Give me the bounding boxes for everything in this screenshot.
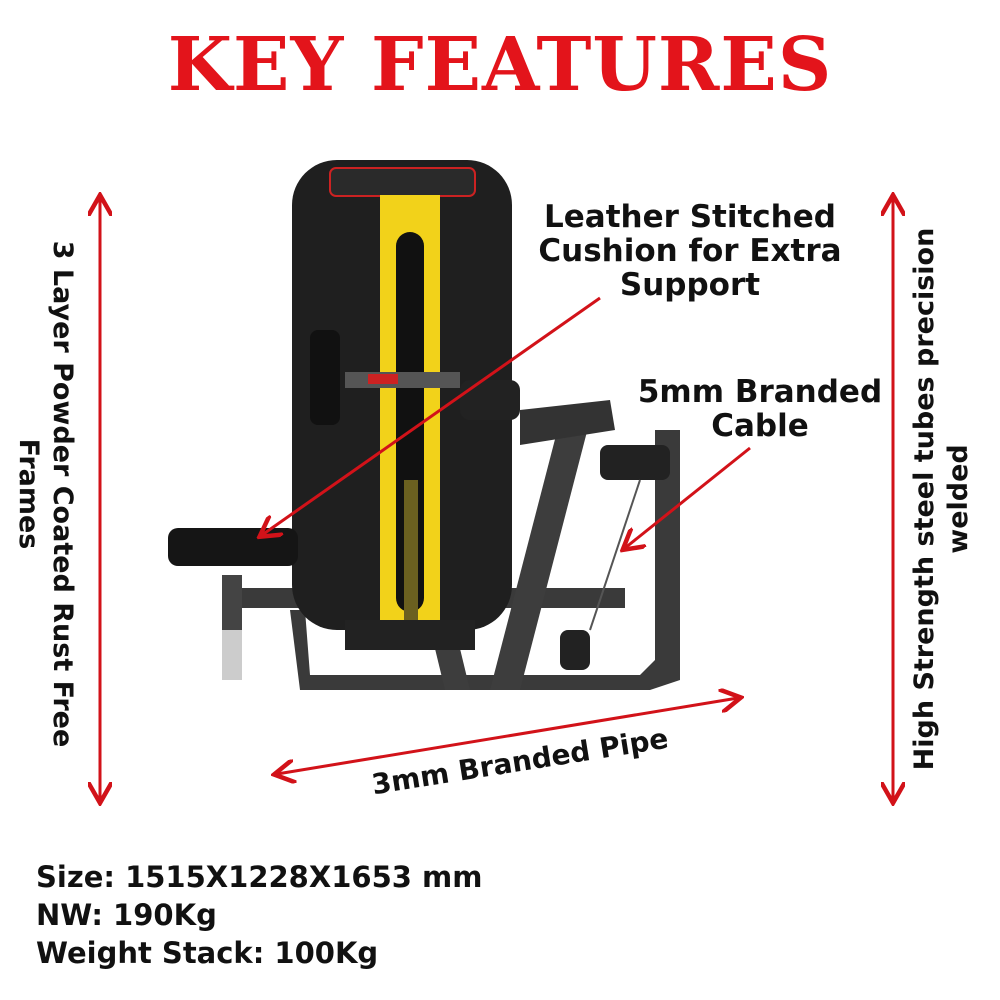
cable-annotation: 5mm Branded Cable	[620, 375, 900, 443]
spec-weight-stack: Weight Stack: 100Kg	[36, 936, 379, 970]
powder-coat-annotation: 3 Layer Powder Coated Rust Free Frames	[11, 214, 79, 774]
cushion-annotation: Leather Stitched Cushion for Extra Suppo…	[520, 200, 860, 302]
page-title: KEY FEATURES	[167, 22, 833, 108]
annotation-line: Leather Stitched	[544, 199, 836, 235]
cable	[589, 479, 641, 631]
annotation-line: Support	[619, 267, 761, 303]
annotation-line: 5mm Branded	[637, 374, 883, 410]
annotation-line: Cable	[711, 408, 809, 444]
annotation-line: Frames	[13, 438, 44, 550]
annotation-line: 3 Layer Powder Coated Rust Free	[47, 240, 78, 748]
specifications: Size: 1515X1228X1653 mm NW: 190Kg Weight…	[36, 858, 482, 972]
annotation-line: welded	[943, 444, 974, 554]
annotation-line: Cushion for Extra	[538, 233, 842, 269]
annotation-line: High Strength steel tubes precision	[909, 227, 940, 771]
seat-cushion	[168, 528, 298, 566]
pipe-arrow	[277, 698, 738, 774]
weight-stack-tower	[292, 160, 512, 650]
handle-pad	[460, 380, 520, 420]
cushion-arrow	[262, 296, 601, 535]
spec-net-weight: NW: 190Kg	[36, 898, 217, 932]
spec-size: Size: 1515X1228X1653 mm	[36, 860, 483, 894]
cable-arrow	[625, 446, 751, 548]
steel-tubes-annotation: High Strength steel tubes precision weld…	[908, 209, 976, 789]
